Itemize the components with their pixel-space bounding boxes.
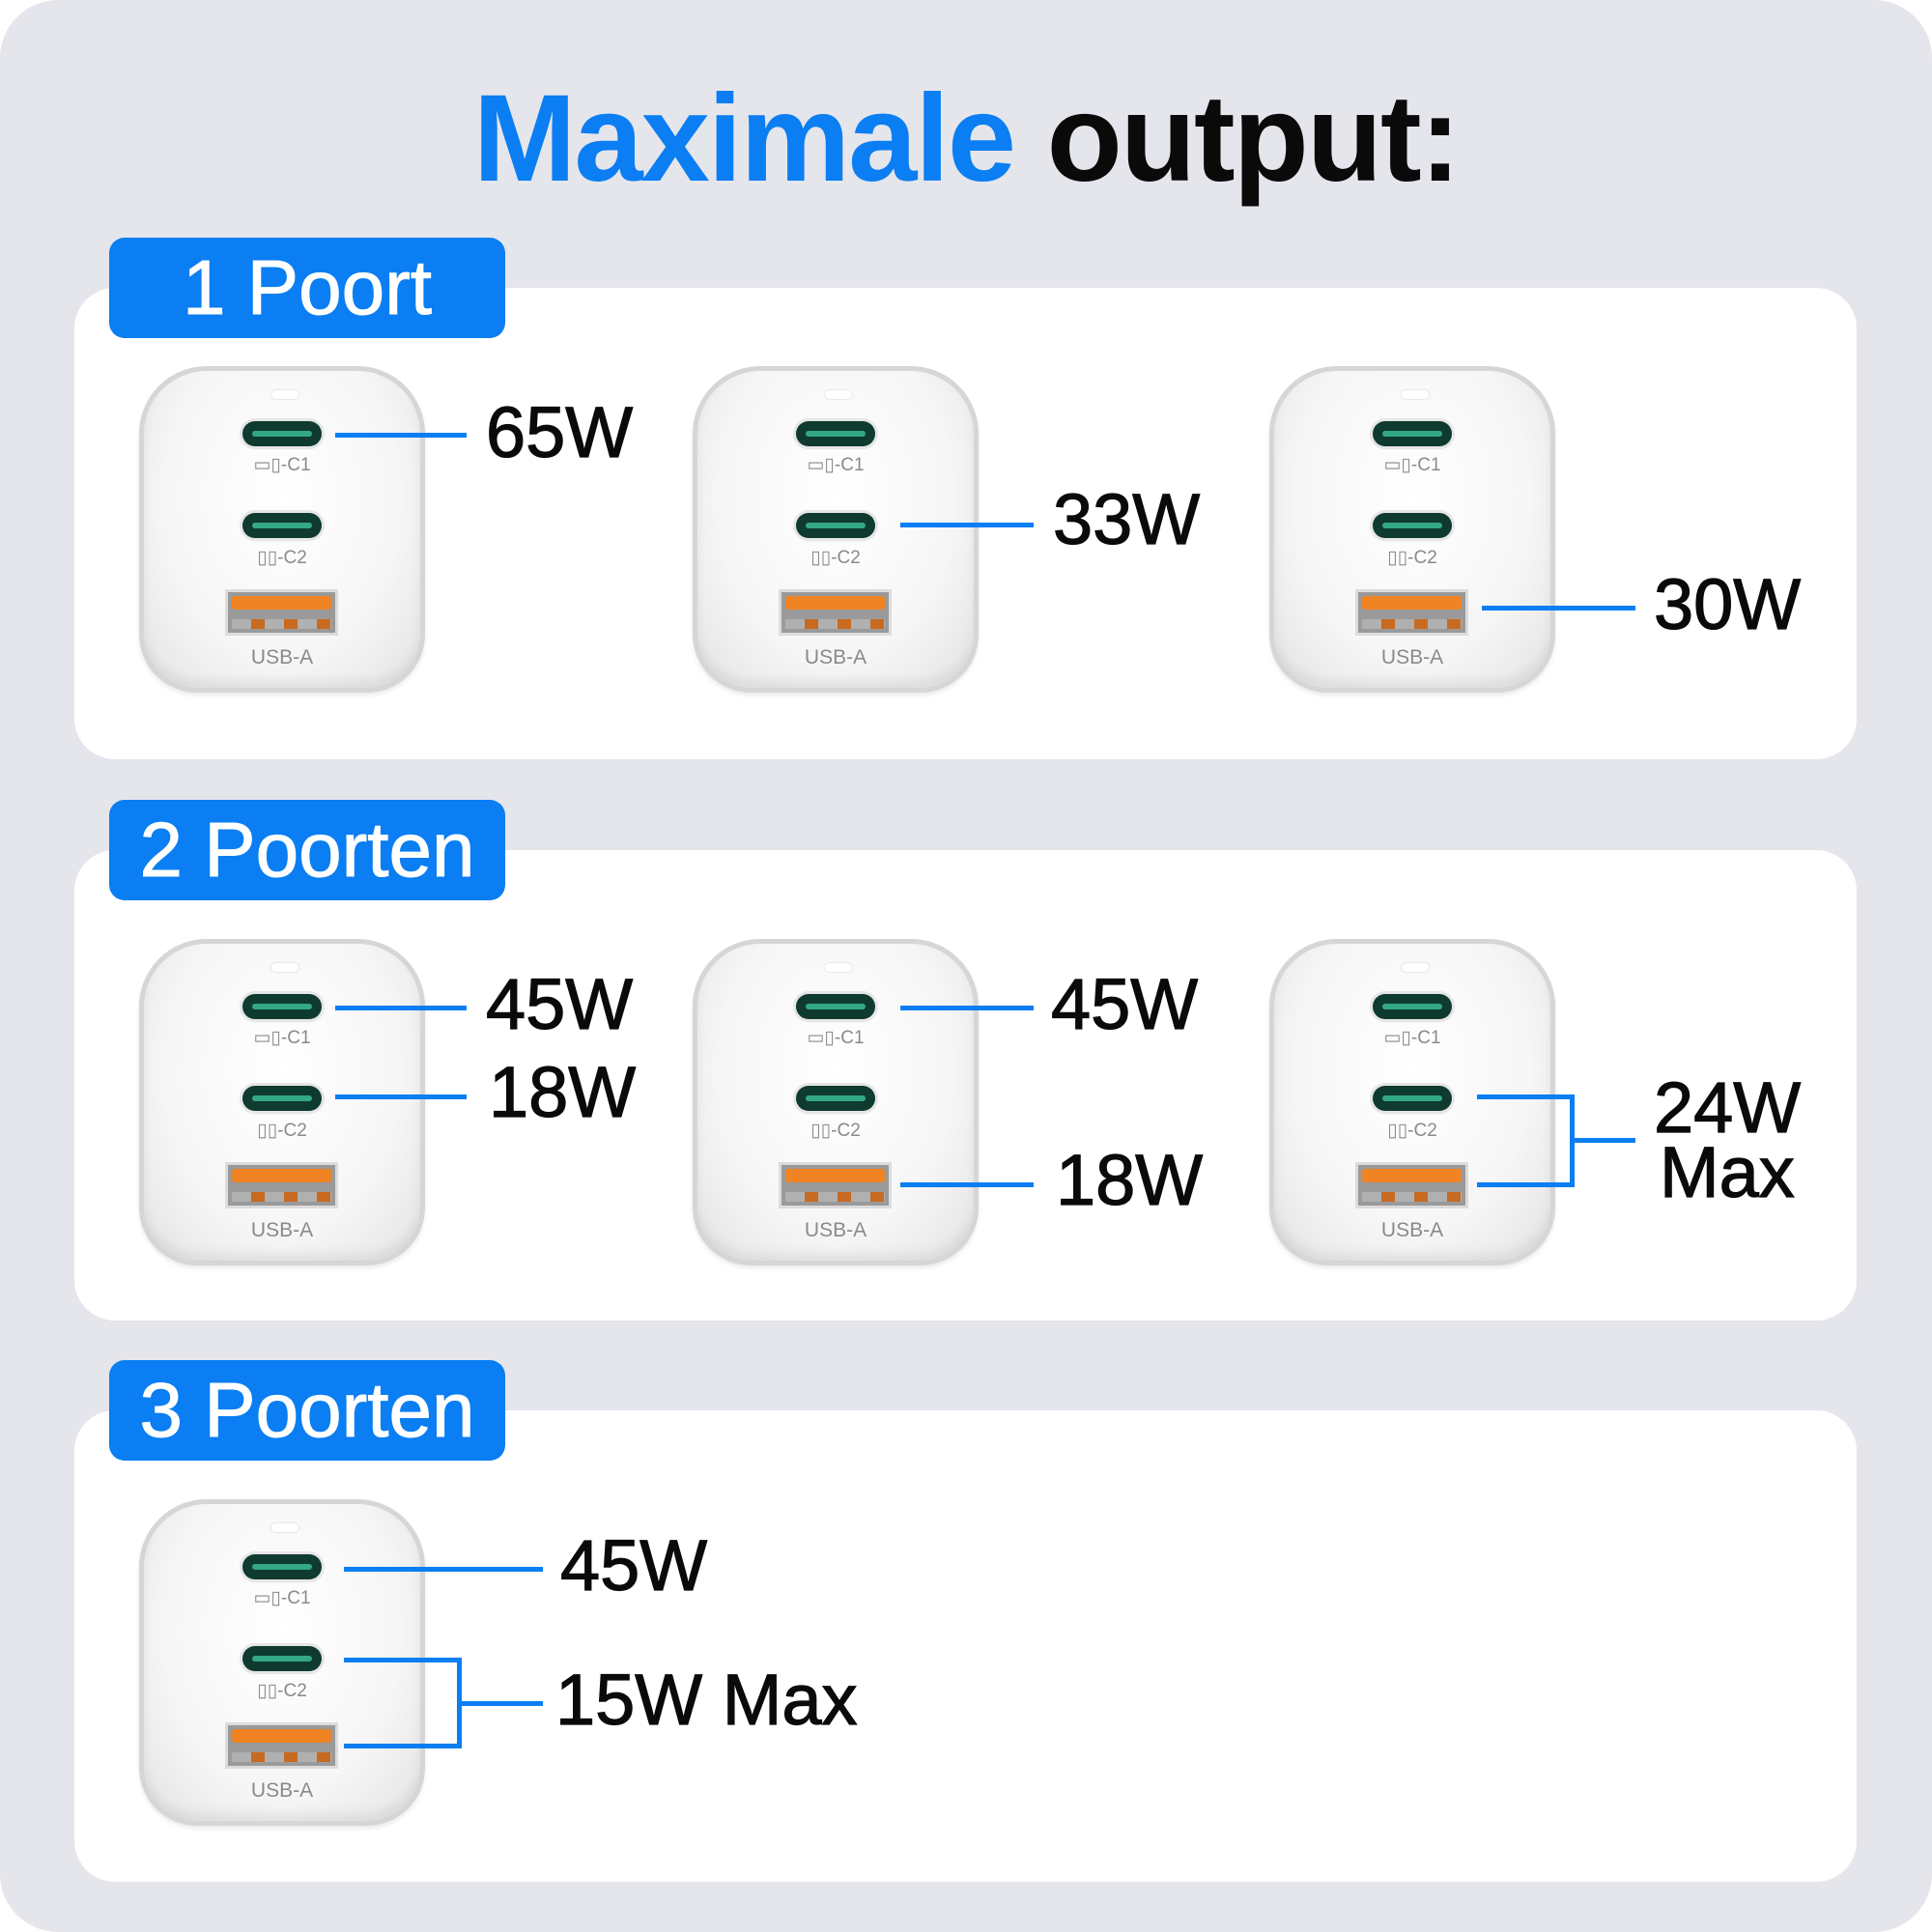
section-tab-3-ports: 3 Poorten (109, 1360, 505, 1461)
led-indicator (271, 963, 298, 972)
connector-line (344, 1567, 543, 1572)
usb-c1-label: ▭▯-C1 (807, 1028, 865, 1048)
usb-c1-label: ▭▯-C1 (807, 455, 865, 475)
connector-line (344, 1658, 462, 1662)
usb-c2-port (1373, 1086, 1452, 1111)
usb-a-port (779, 1162, 892, 1208)
usb-a-port (225, 1162, 338, 1208)
usb-a-port (225, 589, 338, 636)
usb-a-port (1355, 1162, 1468, 1208)
usb-c1-port (1373, 421, 1452, 446)
usb-c1-label: ▭▯-C1 (253, 455, 311, 475)
usb-c2-label: ▯▯-C2 (257, 548, 307, 568)
connector-line (900, 1182, 1034, 1187)
connector-line (900, 523, 1034, 527)
connector-line (900, 1006, 1034, 1010)
usb-c2-label: ▯▯-C2 (810, 548, 861, 568)
usb-c2-port (1373, 513, 1452, 538)
connector-line (457, 1658, 462, 1748)
usb-c2-label: ▯▯-C2 (1387, 548, 1437, 568)
output-c2-18w: 18W (488, 1052, 637, 1132)
output-usba-18w: 18W (1055, 1140, 1204, 1220)
usb-c1-label: ▭▯-C1 (253, 1028, 311, 1048)
section-tab-2-ports: 2 Poorten (109, 800, 505, 900)
output-combined-24w: 24W (1653, 1067, 1802, 1148)
connector-line (460, 1701, 543, 1706)
usb-a-label: USB-A (250, 1219, 314, 1241)
usb-a-port (225, 1722, 338, 1769)
title-highlight: Maximale (472, 70, 1016, 208)
connector-line (1482, 606, 1635, 611)
usb-c2-label: ▯▯-C2 (1387, 1121, 1437, 1141)
usb-c2-label: ▯▯-C2 (810, 1121, 861, 1141)
output-usba-30w: 30W (1653, 564, 1802, 644)
led-indicator (271, 390, 298, 399)
usb-a-label: USB-A (250, 1779, 314, 1802)
connector-line (1570, 1094, 1575, 1187)
connector-line (335, 1006, 467, 1010)
usb-c1-port (796, 421, 875, 446)
usb-a-label: USB-A (804, 646, 867, 668)
usb-c2-label: ▯▯-C2 (257, 1681, 307, 1701)
usb-c2-port (242, 1086, 322, 1111)
connector-line (1477, 1094, 1575, 1099)
usb-a-label: USB-A (1380, 1219, 1444, 1241)
usb-c1-port (242, 421, 322, 446)
output-c1-45w: 45W (1050, 964, 1199, 1044)
page-title: Maximale output: (0, 68, 1932, 210)
connector-line (344, 1744, 462, 1748)
title-rest: output: (1046, 70, 1462, 208)
led-indicator (825, 390, 852, 399)
usb-a-label: USB-A (1380, 646, 1444, 668)
usb-c1-port (1373, 994, 1452, 1019)
usb-c1-port (242, 994, 322, 1019)
usb-c1-port (796, 994, 875, 1019)
output-c1-65w: 65W (485, 392, 634, 472)
connector-line (1573, 1138, 1635, 1143)
usb-c1-label: ▭▯-C1 (253, 1588, 311, 1608)
usb-c2-port (796, 1086, 875, 1111)
section-tab-1-port: 1 Poort (109, 238, 505, 338)
usb-c2-port (242, 513, 322, 538)
connector-line (335, 1094, 467, 1099)
output-combined-max: Max (1659, 1132, 1795, 1212)
connector-line (1477, 1182, 1575, 1187)
output-combined-15w-max: 15W Max (554, 1660, 858, 1740)
connector-line (335, 433, 467, 438)
usb-c2-label: ▯▯-C2 (257, 1121, 307, 1141)
usb-a-label: USB-A (804, 1219, 867, 1241)
usb-c2-port (242, 1646, 322, 1671)
usb-a-port (779, 589, 892, 636)
usb-c1-label: ▭▯-C1 (1383, 455, 1441, 475)
usb-c1-port (242, 1554, 322, 1579)
led-indicator (1402, 390, 1429, 399)
usb-c1-label: ▭▯-C1 (1383, 1028, 1441, 1048)
output-c1-45w: 45W (559, 1525, 708, 1605)
led-indicator (1402, 963, 1429, 972)
output-c2-33w: 33W (1052, 479, 1201, 559)
usb-a-label: USB-A (250, 646, 314, 668)
usb-c2-port (796, 513, 875, 538)
led-indicator (825, 963, 852, 972)
output-c1-45w: 45W (485, 964, 634, 1044)
led-indicator (271, 1523, 298, 1532)
usb-a-port (1355, 589, 1468, 636)
